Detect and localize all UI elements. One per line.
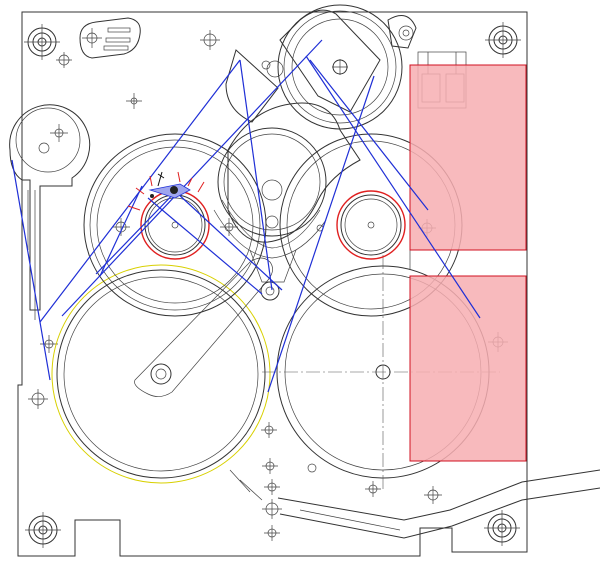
center-linkage [213,9,381,301]
right-notch [409,250,528,400]
yellow-ring [51,264,271,484]
mount-hole-bottom-right [484,510,520,546]
slotted-bracket [79,17,141,59]
bottom-chute [229,469,600,539]
highlight-zone-lower [409,275,527,462]
tension-marker [127,171,205,211]
red-ring-right [336,190,406,260]
base-plate-outline [17,11,528,557]
mount-hole-top-right [485,22,521,58]
top-pulley [277,4,417,130]
mount-hole-top-left [24,24,60,60]
left-drum [51,257,273,484]
highlight-zone-upper [409,64,527,251]
left-idler-pulley [9,104,91,320]
mount-hole-bottom-left [25,512,61,548]
